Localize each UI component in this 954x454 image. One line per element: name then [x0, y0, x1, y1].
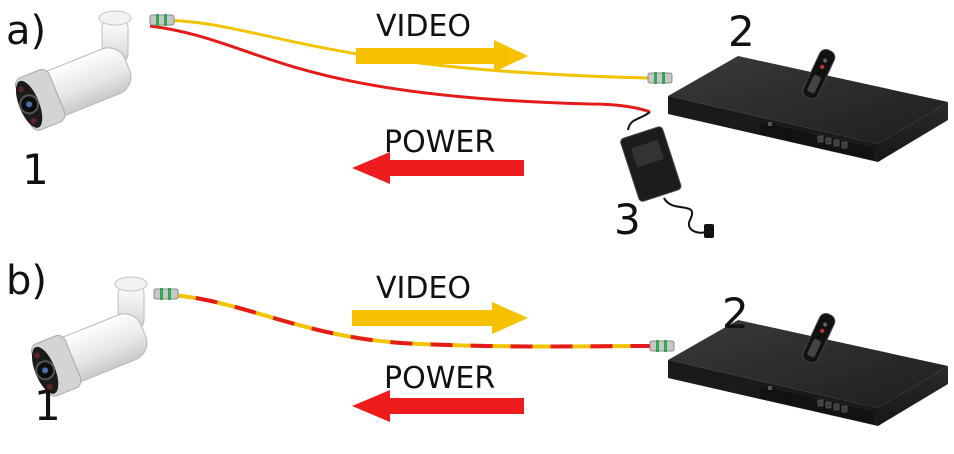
panel-b: b) 1 VIDEO POWER 2 — [6, 258, 949, 430]
recorder-number: 2 — [722, 289, 749, 338]
recorder-number: 2 — [728, 7, 755, 56]
psu-number: 3 — [614, 195, 641, 244]
camera-number: 1 — [22, 145, 49, 194]
power-arrow — [352, 152, 524, 184]
video-label: VIDEO — [376, 9, 471, 44]
power-label: POWER — [384, 361, 495, 396]
combined-cable — [155, 292, 653, 349]
power-arrow — [352, 390, 524, 422]
dvr-recorder-icon — [667, 310, 949, 427]
dvr-recorder-icon — [667, 46, 949, 163]
bnc-connector-icon — [153, 287, 179, 301]
bnc-connector-icon — [149, 13, 175, 27]
camera-number: 1 — [34, 381, 61, 430]
video-cable — [149, 18, 651, 80]
panel-b-label: b) — [6, 258, 47, 304]
panel-a-label: a) — [6, 8, 46, 54]
panel-a: a) 1 VIDEO POWER 3 2 — [6, 7, 949, 244]
video-label: VIDEO — [376, 271, 471, 306]
video-arrow — [356, 40, 528, 72]
video-arrow — [352, 302, 528, 334]
power-cable — [149, 24, 651, 114]
bnc-connector-icon — [647, 71, 673, 85]
power-label: POWER — [384, 125, 495, 160]
power-adapter-icon — [620, 111, 714, 238]
bnc-connector-icon — [649, 339, 675, 353]
